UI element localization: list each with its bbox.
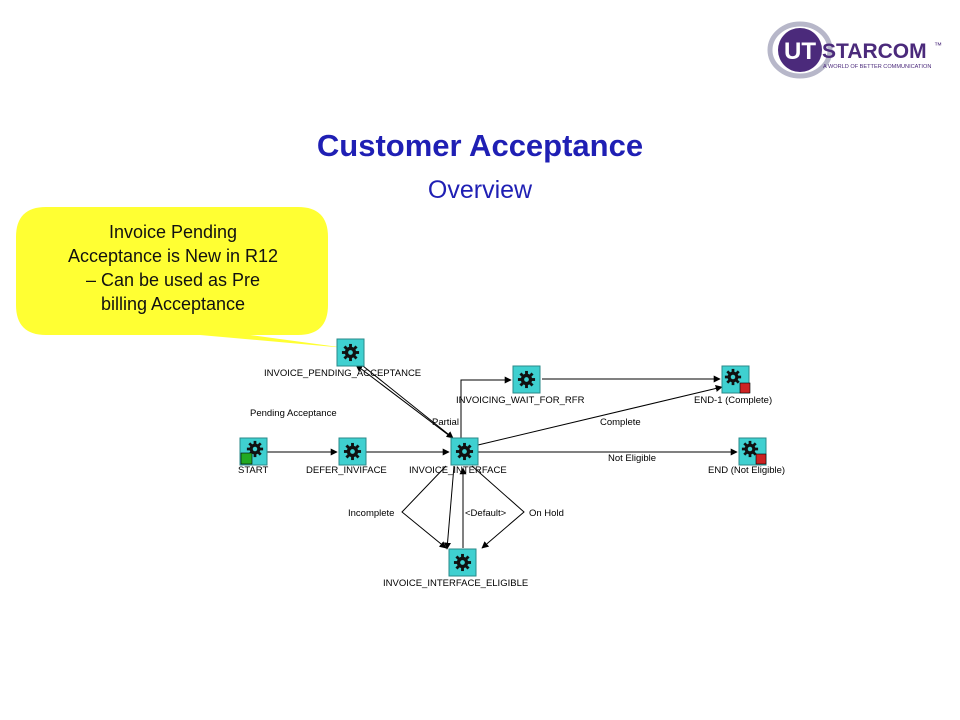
node-label: INVOICING_WAIT_FOR_RFR (456, 395, 585, 406)
edge-interface-end1 (477, 385, 723, 446)
callout-text: Invoice Pending Acceptance is New in R12… (18, 220, 328, 316)
edge-label-pending-acceptance: Pending Acceptance (250, 408, 337, 419)
edge-interface-eligible-incomplete (401, 465, 447, 549)
gear-icon (341, 343, 360, 362)
edge-interface-wait (460, 376, 512, 440)
node-defer-inviface[interactable]: DEFER_INVIFACE (306, 437, 387, 476)
gear-icon (741, 440, 759, 458)
edge-label-partial: Partial (432, 417, 459, 428)
logo-swoosh (767, 21, 833, 79)
node-invoice-pending-acceptance[interactable]: INVOICE_PENDING_ACCEPTANCE (264, 338, 421, 379)
edges (266, 364, 738, 550)
gear-icon (455, 442, 474, 461)
edge-interface-eligible-left (444, 465, 455, 550)
edge-interface-eligible-onhold (471, 465, 525, 549)
logo-tagline: A WORLD OF BETTER COMMUNICATION (823, 64, 931, 70)
logo-prefix: UT (784, 38, 816, 65)
edge-label-complete: Complete (600, 417, 641, 428)
node-label: END (Not Eligible) (708, 465, 785, 476)
node-invoicing-wait-for-rfr[interactable]: INVOICING_WAIT_FOR_RFR (456, 365, 585, 406)
callout-line: billing Acceptance (100, 294, 246, 314)
callout-line: Invoice Pending (108, 222, 238, 242)
gear-icon (517, 370, 536, 389)
node-label: END-1 (Complete) (694, 395, 772, 406)
node-end1-complete[interactable]: END-1 (Complete) (694, 365, 772, 406)
node-label: INVOICE_PENDING_ACCEPTANCE (264, 368, 421, 379)
end-badge-icon (739, 382, 751, 394)
node-end-not-eligible[interactable]: END (Not Eligible) (708, 437, 785, 476)
edge-label-default: <Default> (465, 508, 507, 519)
callout-line: – Can be used as Pre (85, 270, 261, 290)
edge-pending-interface (362, 365, 454, 439)
logo-main: STARCOM (822, 40, 927, 63)
utstarcom-logo: UT STARCOM ™ A WORLD OF BETTER COMMUNICA… (767, 21, 942, 79)
edge-label-not-eligible: Not Eligible (608, 453, 656, 464)
edge-label-on-hold: On Hold (529, 508, 564, 519)
node-label: INVOICE_INTERFACE_ELIGIBLE (383, 578, 528, 589)
node-invoice-interface-eligible[interactable]: INVOICE_INTERFACE_ELIGIBLE (383, 548, 528, 589)
gear-icon (453, 553, 472, 572)
callout-line: Acceptance is New in R12 (67, 246, 279, 266)
start-badge-icon (240, 452, 253, 465)
node-invoice-interface[interactable]: INVOICE_INTERFACE (409, 437, 507, 476)
gear-icon (343, 442, 362, 461)
page-subtitle: Overview (427, 176, 533, 204)
node-label: INVOICE_INTERFACE (409, 465, 507, 476)
node-start[interactable]: START (238, 437, 268, 476)
logo-circle (778, 28, 822, 72)
edge-label-incomplete: Incomplete (348, 508, 394, 519)
edge-interface-pending (355, 364, 456, 441)
page-title: Customer Acceptance (316, 128, 644, 163)
logo-trademark: ™ (934, 41, 942, 50)
activity-icon-box (448, 548, 477, 577)
node-label: DEFER_INVIFACE (306, 465, 387, 476)
end-badge-icon (755, 453, 767, 465)
gear-icon (724, 368, 742, 386)
node-label: START (238, 465, 268, 476)
